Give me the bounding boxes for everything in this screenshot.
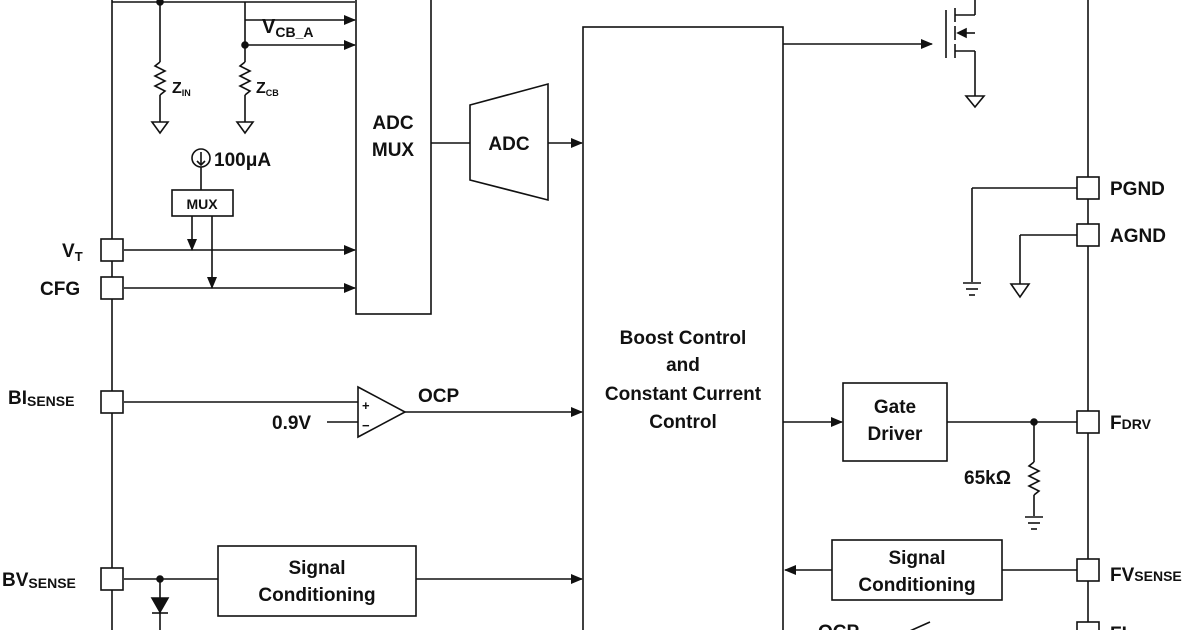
vcb-a-label: VCB_A bbox=[262, 16, 313, 40]
sig-cond-right-label-2: Conditioning bbox=[858, 575, 975, 596]
ocp-bottom-label: OCP bbox=[818, 622, 860, 630]
pgnd-ground-symbol bbox=[963, 282, 981, 296]
pin-fdrv-label: FDRV bbox=[1110, 413, 1152, 434]
pin-cfg-label: CFG bbox=[40, 279, 80, 300]
zcb-label: ZCB bbox=[256, 80, 279, 98]
ocp-label: OCP bbox=[418, 386, 460, 407]
pin-pgnd-label: PGND bbox=[1110, 179, 1165, 200]
boost-label-2: and bbox=[666, 355, 700, 376]
pin-agnd bbox=[1076, 223, 1100, 247]
boost-label-1: Boost Control bbox=[620, 328, 747, 349]
adc-block bbox=[469, 82, 549, 202]
mosfet-symbol bbox=[945, 0, 986, 109]
zcb-resistor bbox=[235, 45, 255, 135]
gate-driver-label-2: Driver bbox=[868, 424, 924, 445]
adc-label: ADC bbox=[488, 134, 529, 155]
pin-bvsense bbox=[100, 567, 124, 591]
boost-label-3: Constant Current bbox=[605, 384, 762, 405]
boost-label-4: Control bbox=[649, 412, 717, 433]
pin-fi-label: FI bbox=[1110, 624, 1127, 630]
adc-mux-label-1: ADC bbox=[372, 113, 413, 134]
pin-fvsense-label: FVSENSE bbox=[1110, 565, 1182, 586]
pin-vt bbox=[100, 238, 124, 262]
agnd-ground-symbol bbox=[1009, 283, 1031, 299]
pin-fvsense bbox=[1076, 558, 1100, 582]
pin-fdrv bbox=[1076, 410, 1100, 434]
pin-pgnd bbox=[1076, 176, 1100, 200]
pulldown-resistor bbox=[1025, 422, 1043, 530]
pin-vt-label: VT bbox=[62, 241, 83, 264]
current-source-label: 100μA bbox=[214, 150, 271, 171]
pin-bvsense-label: BVSENSE bbox=[2, 570, 76, 591]
pin-cfg bbox=[100, 276, 124, 300]
pin-fi bbox=[1076, 621, 1100, 630]
comp-minus-label: − bbox=[362, 418, 370, 433]
adc-mux-block bbox=[355, 0, 432, 315]
adc-mux-label-2: MUX bbox=[372, 140, 415, 161]
pin-bisense bbox=[100, 390, 124, 414]
pin-bisense-label: BISENSE bbox=[8, 388, 74, 409]
sig-cond-right-label-1: Signal bbox=[888, 548, 945, 569]
zin-label: ZIN bbox=[172, 80, 191, 98]
zin-resistor bbox=[150, 2, 170, 135]
ref-voltage-label: 0.9V bbox=[272, 413, 311, 434]
signal-conditioning-left bbox=[217, 545, 417, 617]
ocp-comparator bbox=[357, 385, 407, 439]
mux-box bbox=[171, 189, 234, 217]
gate-driver-block bbox=[842, 382, 948, 462]
gate-driver-label-1: Gate bbox=[874, 397, 916, 418]
diode-symbol bbox=[150, 579, 170, 630]
boost-control-block bbox=[582, 26, 784, 630]
comp-plus-label: + bbox=[362, 398, 370, 413]
pin-agnd-label: AGND bbox=[1110, 226, 1166, 247]
sig-cond-left-label-2: Conditioning bbox=[258, 585, 375, 606]
current-source bbox=[191, 148, 211, 190]
sig-cond-left-label-1: Signal bbox=[288, 558, 345, 579]
resistor-label: 65kΩ bbox=[964, 468, 1011, 489]
mux-label: MUX bbox=[186, 196, 218, 212]
